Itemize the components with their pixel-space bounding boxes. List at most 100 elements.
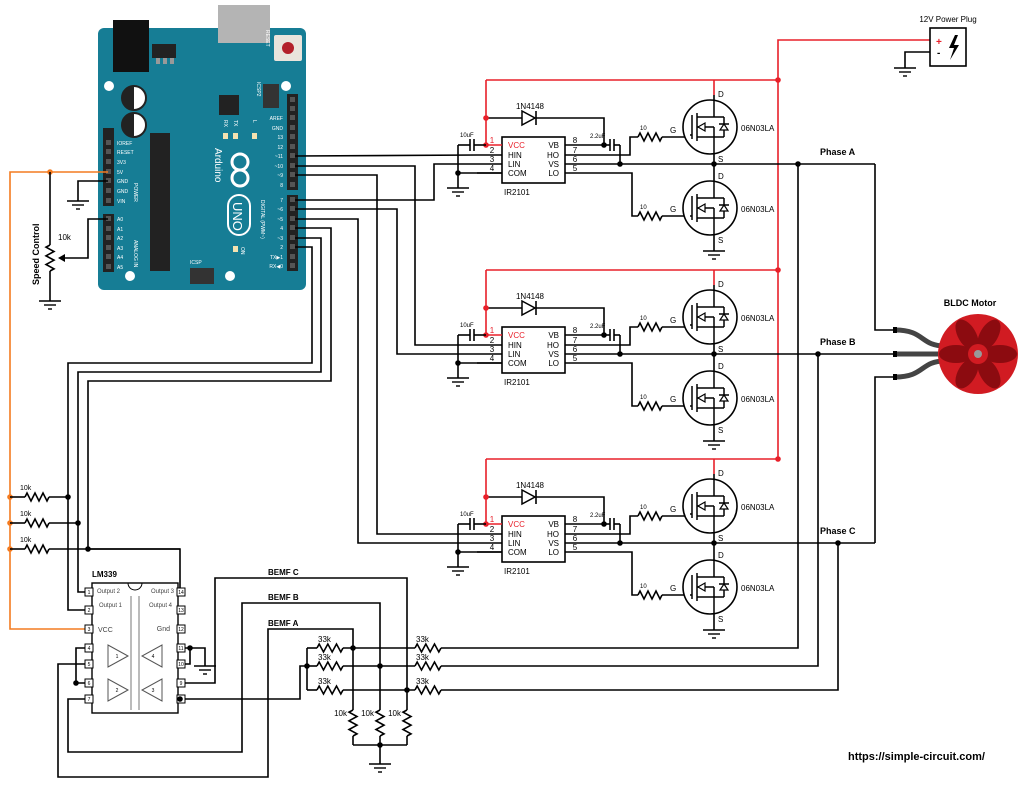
uno-badge xyxy=(227,194,251,236)
ground-icon xyxy=(703,245,725,260)
gate-resistor-low xyxy=(637,400,663,412)
source-label: S xyxy=(718,155,723,164)
gate-resistor-high xyxy=(637,510,663,522)
pin-label: 5V xyxy=(117,170,124,176)
series-resistor-right xyxy=(414,684,442,696)
mosfet-label: 06N03LA xyxy=(741,205,775,214)
comparator-unit-icon xyxy=(140,644,163,668)
header-pin xyxy=(290,153,295,158)
pin-label: RESET xyxy=(117,150,134,156)
wire-comparator-neutral xyxy=(75,647,85,684)
header-pin xyxy=(290,263,295,268)
pin-name: VB xyxy=(548,331,559,340)
ic-pin xyxy=(176,624,186,634)
gate-resistor-label: 10 xyxy=(640,584,647,590)
header-pin xyxy=(290,235,295,240)
junction-dot xyxy=(775,77,781,83)
ic-pin xyxy=(176,587,186,597)
regulator-leg xyxy=(170,58,174,64)
pin-number: 1 xyxy=(490,326,495,335)
pin-name: LO xyxy=(548,359,559,368)
low-side-mosfet xyxy=(682,370,738,426)
header-pin xyxy=(290,97,295,102)
lm339-comparator xyxy=(84,582,186,714)
regulator-leg xyxy=(163,58,167,64)
header-pin xyxy=(106,254,111,259)
website-url: https://simple-circuit.com/ xyxy=(848,751,985,763)
diode-label: 1N4148 xyxy=(516,102,545,111)
reset-label: RESET xyxy=(264,30,270,47)
pin-number: 6 xyxy=(573,155,578,164)
ground-icon xyxy=(447,182,469,197)
gate-resistor-low xyxy=(637,589,663,601)
unit-number: 2 xyxy=(116,688,119,694)
pin-number: 6 xyxy=(573,345,578,354)
wire-phase-c-motor xyxy=(874,376,895,543)
divider-resistor xyxy=(374,709,386,737)
gate-resistor-low xyxy=(637,210,663,222)
comparator-unit-icon xyxy=(140,678,163,702)
pin-label: 7 xyxy=(280,198,283,204)
gate-resistor-label: 10 xyxy=(640,316,647,322)
wire xyxy=(565,551,638,596)
header-pin xyxy=(106,235,111,240)
comparator-unit-icon xyxy=(107,644,130,668)
led-label: ON xyxy=(239,247,245,255)
power-label: POWER xyxy=(132,183,138,202)
junction-dot xyxy=(775,456,781,462)
pin-name: HO xyxy=(547,151,559,160)
bootstrap-capacitor xyxy=(604,329,620,341)
header-pin xyxy=(106,149,111,154)
series-resistor-label: 33k xyxy=(318,653,332,662)
pin-number: 6 xyxy=(88,681,91,687)
series-resistor-left xyxy=(316,642,344,654)
header-pin xyxy=(290,125,295,130)
junction-dot xyxy=(455,360,461,366)
header-pin xyxy=(106,178,111,183)
source-label: S xyxy=(718,534,723,543)
power-header xyxy=(103,128,114,206)
cable-end xyxy=(893,351,897,357)
source-label: S xyxy=(718,615,723,624)
pin-name: LIN xyxy=(508,160,521,169)
ic-label: IR2101 xyxy=(504,378,530,387)
pin-number: 2 xyxy=(490,525,495,534)
header-pin xyxy=(106,140,111,145)
power-plug-12v xyxy=(929,27,967,67)
pin-label: RX◀0 xyxy=(269,264,283,270)
ground-icon xyxy=(39,295,61,310)
output3-label: Output 3 xyxy=(151,589,175,595)
power-plug-box[interactable] xyxy=(929,27,967,67)
bemf-c-label: BEMF C xyxy=(268,568,299,577)
pin-name: HIN xyxy=(508,530,522,539)
wire-12v-main xyxy=(777,39,930,460)
pin-label: ~6 xyxy=(277,207,283,213)
pin-label: 12 xyxy=(277,145,283,151)
drain-label: D xyxy=(718,551,724,560)
pin-label: ~10 xyxy=(275,164,284,170)
wire-plug-ground xyxy=(904,51,930,62)
wire xyxy=(565,515,638,535)
pin-number: 14 xyxy=(178,590,184,596)
junction-dot xyxy=(815,351,821,357)
divider-resistor-label: 10k xyxy=(388,709,402,718)
icsp2-label: ICSP2 xyxy=(255,82,261,97)
high-side-mosfet xyxy=(682,478,738,534)
output1-label: Output 1 xyxy=(99,603,123,609)
header-pin xyxy=(106,188,111,193)
voltage-regulator xyxy=(152,44,176,58)
wire-phase-sense xyxy=(441,543,839,691)
diode-icon xyxy=(521,488,537,506)
pin-number: 6 xyxy=(573,534,578,543)
motor-blade xyxy=(977,319,1001,351)
pin-label: ~11 xyxy=(275,154,283,160)
junction-dot xyxy=(775,267,781,273)
pin-label: 4 xyxy=(280,226,283,232)
junction-dot xyxy=(483,115,489,121)
mosfet-label: 06N03LA xyxy=(741,584,775,593)
pin-name: HIN xyxy=(508,341,522,350)
wire-pin4-output3 xyxy=(87,227,332,593)
gate-resistor-high xyxy=(637,131,663,143)
header-pin xyxy=(106,216,111,221)
